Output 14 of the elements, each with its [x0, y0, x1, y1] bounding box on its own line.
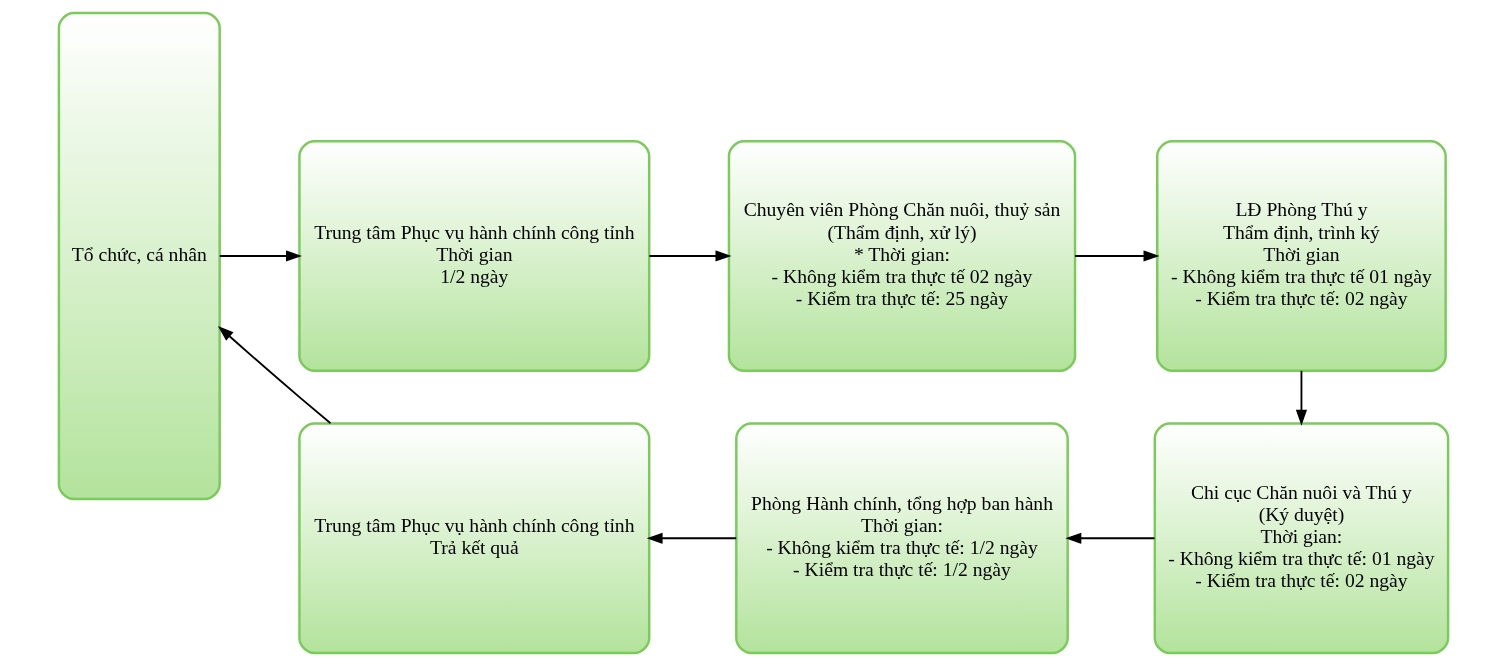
arrow [1295, 369, 1307, 426]
arrow [648, 250, 731, 262]
node-box: LĐ Phòng Thú y Thẩm định, trình ký Thời gian - Không kiểm tra thực tế 01 ngày - Kiểm tra thực tế: 02 ngày [1155, 140, 1447, 372]
node-box: Phòng Hành chính, tổng hợp ban hành Thời gian: - Không kiểm tra thực tế: 1/2 ngày - Kiểm tra thực tế: 1/2 ngày [734, 422, 1069, 655]
node-box: Trung tâm Phục vụ hành chính công tỉnh Trả kết quả [297, 422, 650, 655]
arrow [217, 325, 331, 425]
arrow [646, 532, 737, 544]
node-box: Tổ chức, cá nhân [57, 11, 221, 501]
arrow [218, 250, 302, 262]
arrow [1064, 532, 1155, 544]
node-box: Trung tâm Phục vụ hành chính công tỉnh Thời gian 1/2 ngày [297, 140, 650, 372]
node-box: Chuyên viên Phòng Chăn nuôi, thuỷ sản (Thẩm định, xử lý) * Thời gian: - Không kiểm tra thực tế 02 ngày - Kiểm tra thực tế: 25 ngày [727, 140, 1076, 372]
node-box: Chi cục Chăn nuôi và Thú y (Ký duyệt) Thời gian: - Không kiểm tra thực tế: 01 ngày - Kiểm tra thực tế: 02 ngày [1153, 422, 1449, 655]
arrow [1073, 250, 1159, 262]
